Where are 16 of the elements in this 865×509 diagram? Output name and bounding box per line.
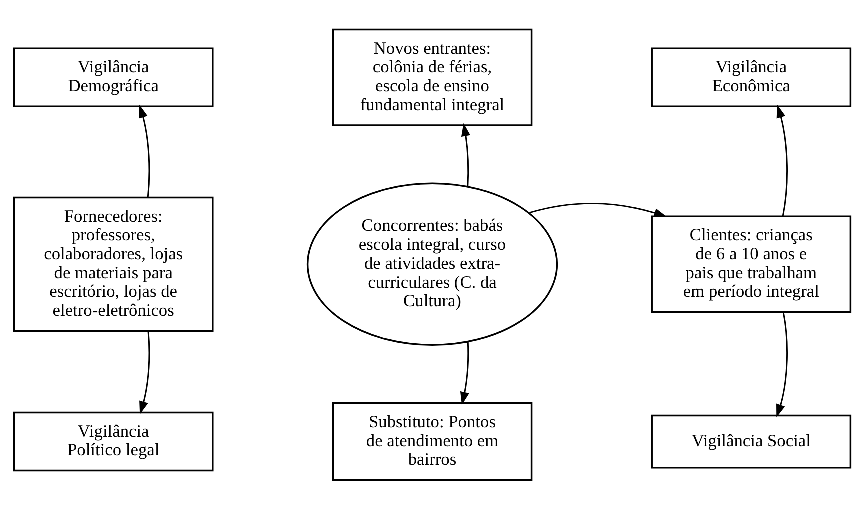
node-ellipse: Concorrentes: babás escola integral, curso de atividades extra-curriculares (C. da Cultura) <box>306 182 558 346</box>
arrow <box>140 330 150 414</box>
node-box: Fornecedores: professores, colaboradores, lojas de materiais para escritório, lojas de eletro-eletrônicos <box>13 196 214 332</box>
node-box: Novos entrantes: colônia de férias, escola de ensino fundamental integral <box>332 28 533 126</box>
arrow <box>776 104 788 216</box>
node-box: Clientes: crianças de 6 a 10 anos e pais que trabalham em período integral <box>651 215 852 313</box>
arrow <box>462 122 470 186</box>
node-box: Vigilância Social <box>651 414 852 468</box>
arrow <box>529 202 668 217</box>
node-box: Vigilância Econômica <box>651 47 852 107</box>
node-box: Vigilância Demográfica <box>13 47 214 107</box>
arrow <box>139 104 150 198</box>
node-box: Substituto: Pontos de atendimento em bairros <box>332 402 533 481</box>
arrow <box>460 342 470 405</box>
node-box: Vigilância Político legal <box>13 411 214 472</box>
arrow <box>776 312 788 418</box>
